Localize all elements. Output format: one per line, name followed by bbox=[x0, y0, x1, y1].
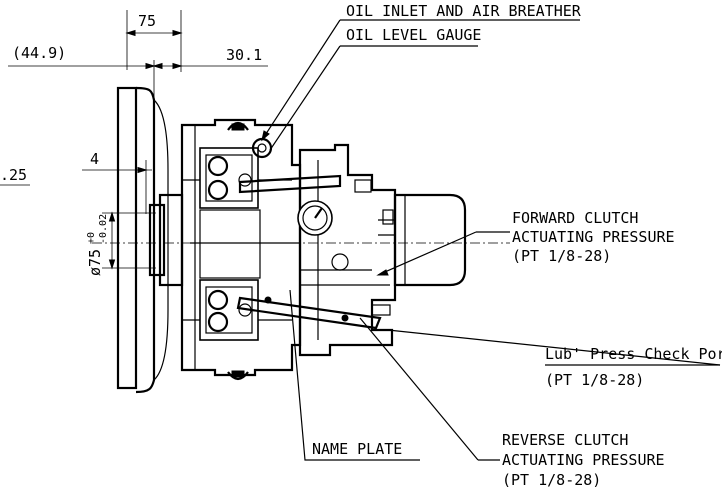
label-forward-clutch-3: (PT 1/8-28) bbox=[512, 247, 611, 265]
dim-25: .25 bbox=[0, 166, 27, 184]
dim-diameter-75: ø75 bbox=[86, 249, 104, 276]
callout-labels: OIL INLET AND AIR BREATHER OIL LEVEL GAU… bbox=[312, 2, 722, 489]
dim-tol-upper: +0 bbox=[86, 232, 97, 244]
label-reverse-clutch-1: REVERSE CLUTCH bbox=[502, 431, 628, 449]
label-oil-inlet: OIL INLET AND AIR BREATHER bbox=[346, 2, 582, 20]
dim-tol-lower: -0.02 bbox=[98, 214, 109, 244]
label-name-plate: NAME PLATE bbox=[312, 440, 402, 458]
gearbox-body bbox=[116, 86, 467, 394]
dimension-labels: 75 (44.9) 30.1 4 .25 ø75 +0 -0.02 bbox=[0, 12, 262, 276]
label-oil-level-gauge: OIL LEVEL GAUGE bbox=[346, 26, 481, 44]
label-forward-clutch-1: FORWARD CLUTCH bbox=[512, 209, 638, 227]
label-reverse-clutch-2: ACTUATING PRESSURE bbox=[502, 451, 665, 469]
label-lub-press-thread: (PT 1/8-28) bbox=[545, 371, 644, 389]
dim-75: 75 bbox=[138, 12, 156, 30]
leader-lines bbox=[261, 19, 721, 461]
dim-44-9: (44.9) bbox=[12, 44, 66, 62]
label-lub-press-port: Lub' Press Check Port bbox=[545, 345, 722, 363]
dim-30-1: 30.1 bbox=[226, 46, 262, 64]
dim-4: 4 bbox=[90, 150, 99, 168]
label-forward-clutch-2: ACTUATING PRESSURE bbox=[512, 228, 675, 246]
label-reverse-clutch-3: (PT 1/8-28) bbox=[502, 471, 601, 489]
